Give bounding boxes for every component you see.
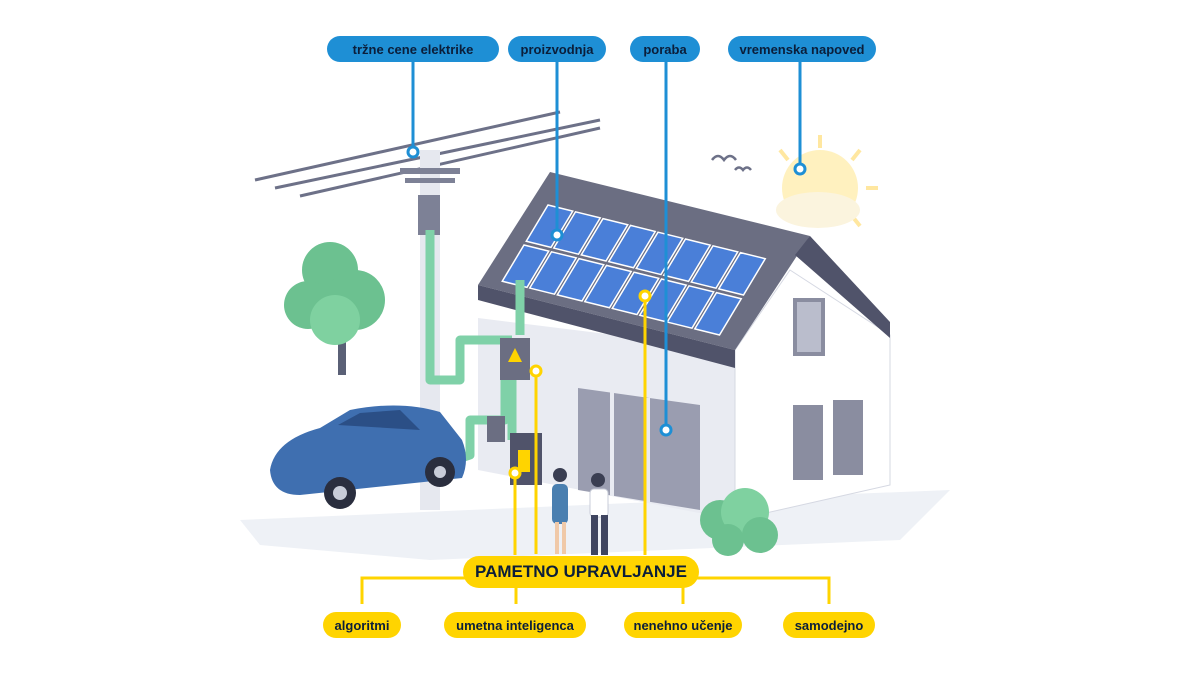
label-ai: umetna inteligenca <box>444 612 586 638</box>
solar-panel <box>501 244 550 289</box>
solar-panel <box>690 244 739 290</box>
person-icon <box>552 468 568 554</box>
solar-panel <box>580 217 629 262</box>
bird-icon <box>711 154 752 172</box>
solar-panel <box>666 284 715 330</box>
solar-panel <box>607 224 657 269</box>
solar-panel <box>556 257 605 302</box>
solar-panel <box>717 251 767 296</box>
tree-icon <box>284 242 385 375</box>
blue-endpoints <box>406 145 807 437</box>
person-icon <box>589 473 609 555</box>
solar-panel <box>635 231 684 276</box>
solar-panel <box>662 238 712 283</box>
sun-icon <box>776 135 878 228</box>
blue-connectors <box>411 60 802 428</box>
tree-icon <box>700 488 778 556</box>
label-weather: vremenska napoved <box>728 36 876 62</box>
solar-panel <box>693 291 743 336</box>
label-smart-management: PAMETNO UPRAVLJANJE <box>463 556 699 588</box>
label-market-prices: tržne cene elektrike <box>327 36 499 62</box>
fuse-box-icon <box>487 338 530 442</box>
label-learning: nenehno učenje <box>624 612 742 638</box>
label-production: proizvodnja <box>508 36 606 62</box>
solar-panel <box>525 204 574 249</box>
label-automatic: samodejno <box>783 612 875 638</box>
yellow-endpoints <box>508 289 652 480</box>
electric-car-icon <box>270 405 466 509</box>
solar-panel <box>583 264 633 309</box>
solar-panel <box>528 250 578 296</box>
solar-panel-icon <box>501 204 767 336</box>
label-algorithms: algoritmi <box>323 612 401 638</box>
label-consumption: poraba <box>630 36 700 62</box>
solar-panel <box>611 271 660 316</box>
